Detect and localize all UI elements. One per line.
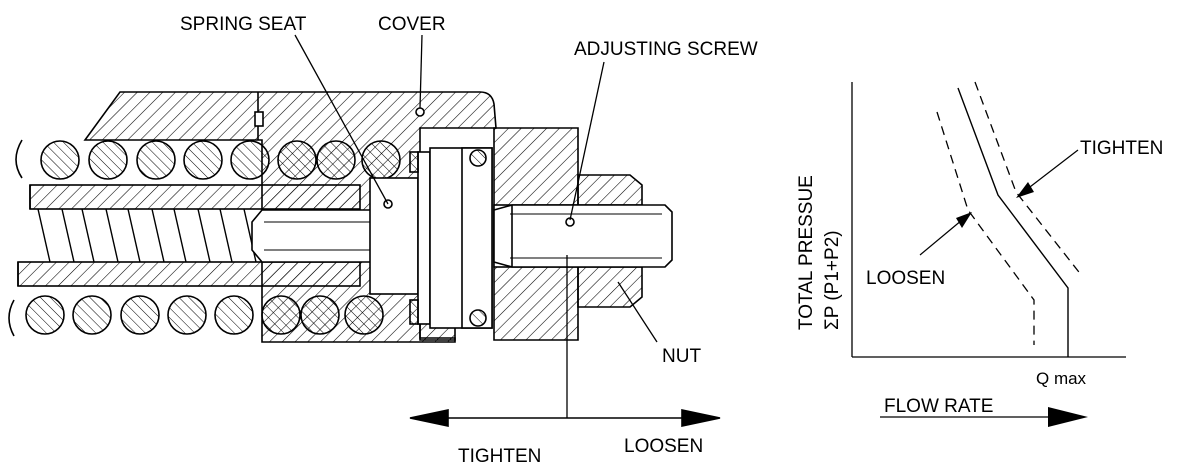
guide-rod — [251, 209, 376, 263]
cross-section — [8, 91, 673, 343]
graph-label-tighten: TIGHTEN — [1080, 138, 1163, 159]
tighten-loosen-arrow — [409, 409, 721, 427]
graph-y-label-line1: TOTAL PRESSUE — [796, 175, 817, 330]
inner-spring-links — [37, 208, 257, 263]
label-adjusting-screw: ADJUSTING SCREW — [574, 39, 758, 60]
label-spring-seat: SPRING SEAT — [180, 14, 307, 35]
adjusting-screw-shaft — [493, 204, 673, 268]
graph-label-qmax: Q max — [1036, 369, 1087, 388]
pressure-flow-graph — [851, 81, 1126, 427]
spring-coils-top — [40, 140, 401, 180]
graph-label-loosen: LOOSEN — [866, 268, 945, 289]
curve-tighten — [974, 81, 1083, 277]
spring-seat — [369, 177, 419, 295]
seat-ring — [417, 151, 431, 325]
curve-loosen — [936, 111, 1035, 345]
curve-nominal — [957, 87, 1069, 357]
leader-lines — [294, 34, 658, 418]
graph-y-label-line2: ΣP (P1+P2) — [822, 230, 843, 330]
label-tighten-bottom: TIGHTEN — [458, 446, 541, 467]
inner-spring-bands — [17, 184, 361, 287]
spring-coils-bottom — [25, 295, 384, 335]
graph-x-label: FLOW RATE — [884, 396, 993, 417]
label-nut: NUT — [662, 346, 701, 367]
label-cover: COVER — [378, 14, 446, 35]
label-loosen-bottom: LOOSEN — [624, 436, 703, 457]
